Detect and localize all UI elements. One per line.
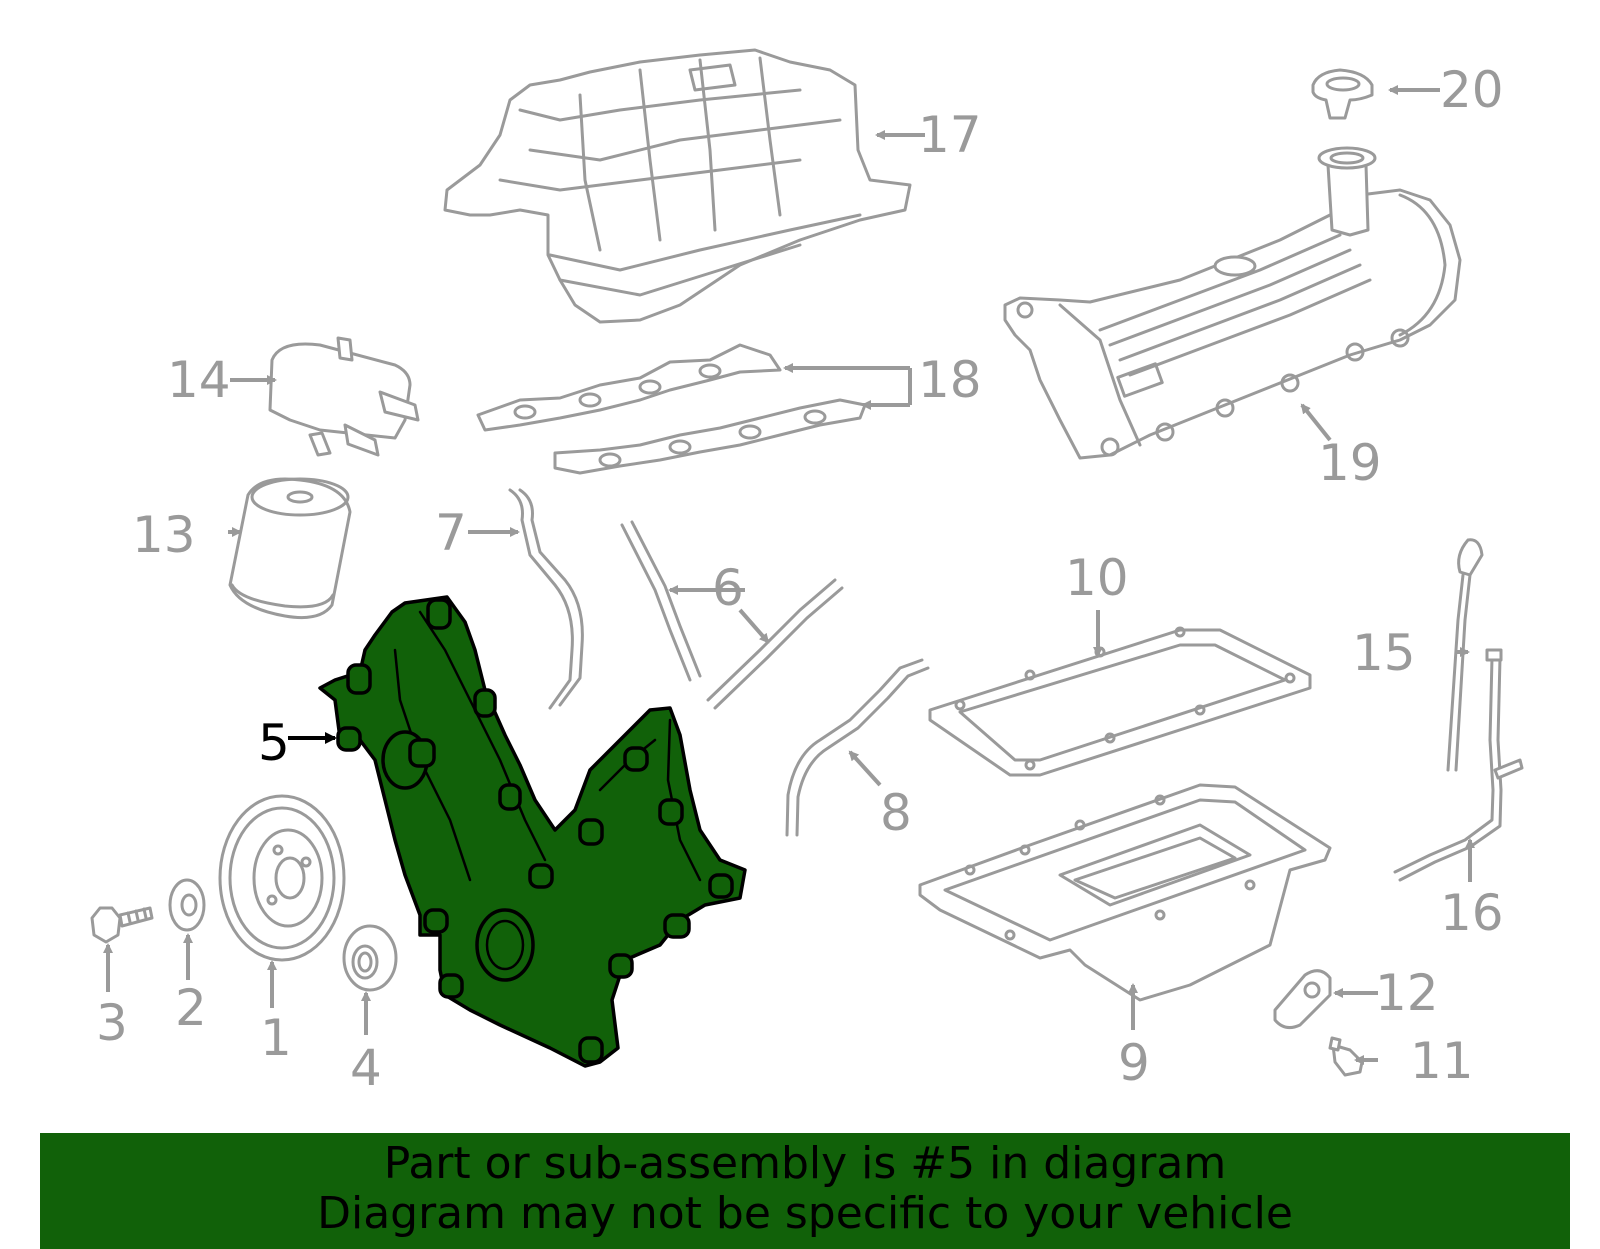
timing-cover-part-5 [318, 595, 747, 1068]
callout-8: 8 [880, 784, 912, 842]
callout-15: 15 [1352, 624, 1416, 682]
gasket-part-7 [508, 488, 584, 710]
seal-part-4 [342, 924, 398, 992]
pulley-part-1 [218, 794, 346, 962]
callout-14: 14 [167, 351, 231, 409]
callout-17: 17 [918, 106, 982, 164]
bolt-part-3 [90, 906, 154, 944]
oil-cooler-part-14 [268, 336, 420, 457]
callout-11: 11 [1410, 1032, 1474, 1090]
oil-filter-part-13 [228, 477, 352, 620]
oil-cap-part-20 [1311, 68, 1374, 120]
info-banner: Part or sub-assembly is #5 in diagram Di… [40, 1133, 1570, 1249]
callout-2: 2 [175, 979, 207, 1037]
dipstick-tube-part-16 [1393, 648, 1524, 882]
oil-pan-part-9 [918, 783, 1332, 1002]
callout-13: 13 [132, 506, 196, 564]
intake-manifold-part-17 [443, 48, 912, 324]
gasket-part-6 [620, 520, 844, 710]
drain-plug-part-11 [1328, 1036, 1364, 1077]
callout-4: 4 [350, 1039, 382, 1097]
callout-12: 12 [1375, 964, 1439, 1022]
washer-part-2 [168, 878, 206, 932]
oil-pan-gasket-part-10 [928, 626, 1312, 777]
callout-10: 10 [1065, 549, 1129, 607]
callout-19: 19 [1318, 434, 1382, 492]
banner-line-part-number: Part or sub-assembly is #5 in diagram [383, 1138, 1227, 1189]
intake-gaskets-part-18 [476, 343, 867, 475]
callout-7: 7 [435, 504, 467, 562]
valve-cover-part-19 [1003, 146, 1462, 460]
callout-3: 3 [96, 994, 128, 1052]
callout-16: 16 [1440, 884, 1504, 942]
callout-leaders [103, 85, 1475, 1065]
callout-6: 6 [712, 559, 744, 617]
callout-18: 18 [918, 351, 982, 409]
bracket-part-12 [1273, 969, 1332, 1030]
callout-labels: 5 1 2 3 4 6 7 8 9 10 11 12 13 14 15 16 1… [96, 61, 1504, 1097]
gasket-part-8 [785, 658, 930, 837]
banner-line-disclaimer: Diagram may not be specific to your vehi… [317, 1188, 1293, 1239]
dipstick-part-15 [1446, 538, 1484, 772]
callout-5: 5 [258, 714, 290, 772]
callout-1: 1 [260, 1009, 292, 1067]
callout-20: 20 [1440, 61, 1504, 119]
callout-9: 9 [1118, 1034, 1150, 1092]
